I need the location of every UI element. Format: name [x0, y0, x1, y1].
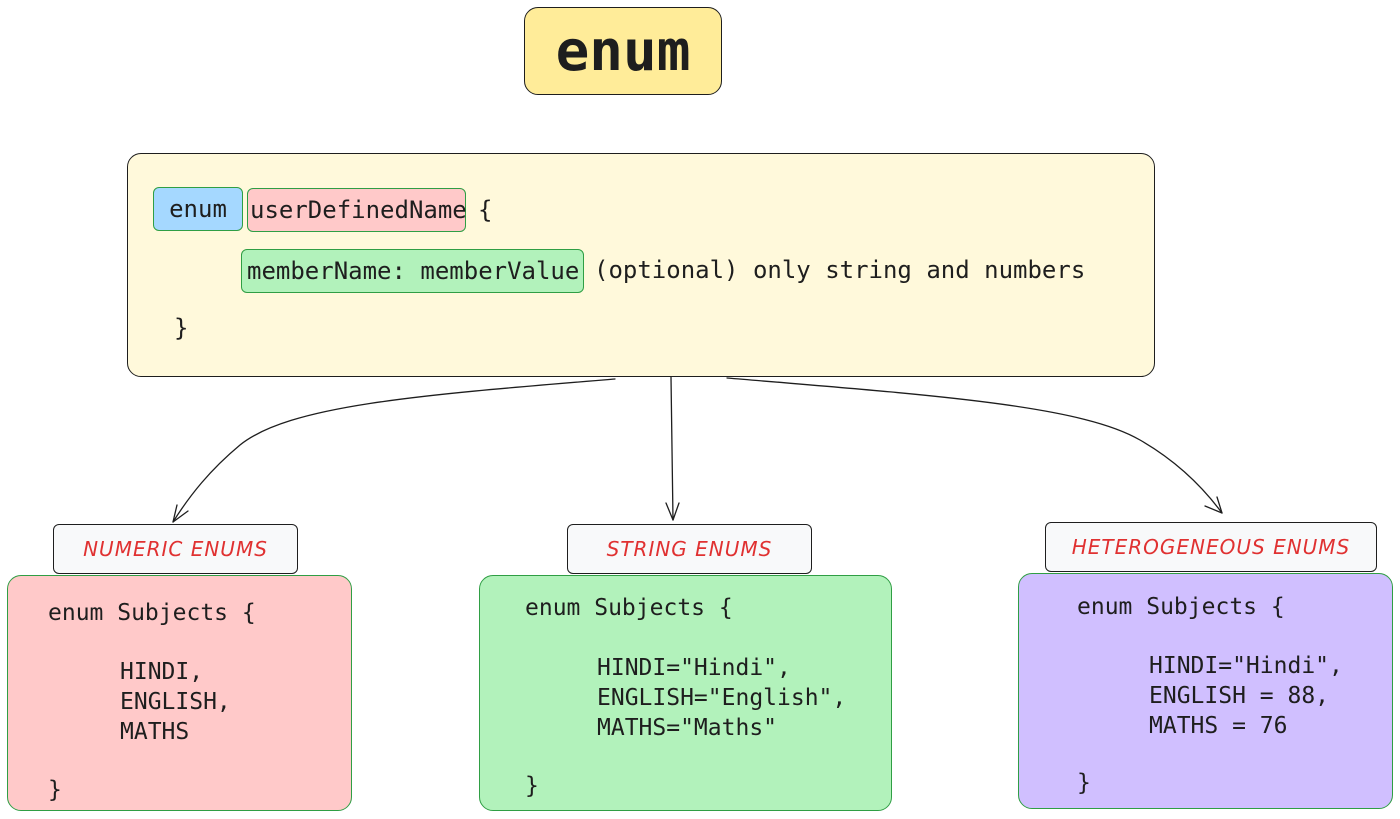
code-header: enum Subjects {	[525, 595, 733, 621]
string-enum-code-box: enum Subjects { HINDI="Hindi", ENGLISH="…	[479, 575, 892, 811]
code-footer: }	[48, 777, 62, 803]
code-member: ENGLISH,	[120, 689, 231, 715]
arrow-to-heterogeneous-head	[1204, 496, 1223, 514]
numeric-enum-code-box: enum Subjects { HINDI, ENGLISH, MATHS }	[7, 575, 352, 811]
syntax-box: enum userDefinedName { memberName: membe…	[127, 153, 1155, 377]
heterogeneous-enums-label: HETEROGENEOUS ENUMS	[1045, 522, 1377, 572]
code-footer: }	[525, 773, 539, 799]
member-chip: memberName: memberValue	[241, 249, 584, 293]
close-brace: }	[174, 314, 189, 342]
code-footer: }	[1077, 770, 1091, 796]
code-member: HINDI="Hindi",	[1149, 653, 1343, 679]
open-brace: {	[478, 196, 493, 224]
code-member: MATHS = 76	[1149, 713, 1288, 739]
code-member: MATHS	[120, 719, 190, 745]
code-member: ENGLISH="English",	[597, 685, 847, 711]
arrow-to-string-head	[665, 502, 680, 521]
code-member: MATHS="Maths"	[597, 715, 778, 741]
code-member: HINDI="Hindi",	[597, 655, 791, 681]
string-enums-label: STRING ENUMS	[567, 524, 812, 574]
user-defined-name-chip: userDefinedName	[247, 188, 467, 232]
member-note: (optional) only string and numbers	[594, 256, 1086, 284]
enum-keyword-chip: enum	[153, 187, 243, 231]
arrow-to-numeric-head	[172, 504, 189, 523]
arrow-to-heterogeneous	[726, 377, 1223, 514]
code-header: enum Subjects {	[48, 600, 256, 626]
code-member: ENGLISH = 88,	[1149, 683, 1330, 709]
code-header: enum Subjects {	[1077, 594, 1285, 620]
arrow-to-numeric	[172, 378, 616, 523]
heterogeneous-enum-code-box: enum Subjects { HINDI="Hindi", ENGLISH =…	[1018, 573, 1393, 809]
diagram-title: enum	[524, 7, 722, 95]
numeric-enums-label: NUMERIC ENUMS	[53, 524, 298, 574]
code-member: HINDI,	[120, 659, 204, 685]
arrow-to-string	[670, 376, 674, 521]
